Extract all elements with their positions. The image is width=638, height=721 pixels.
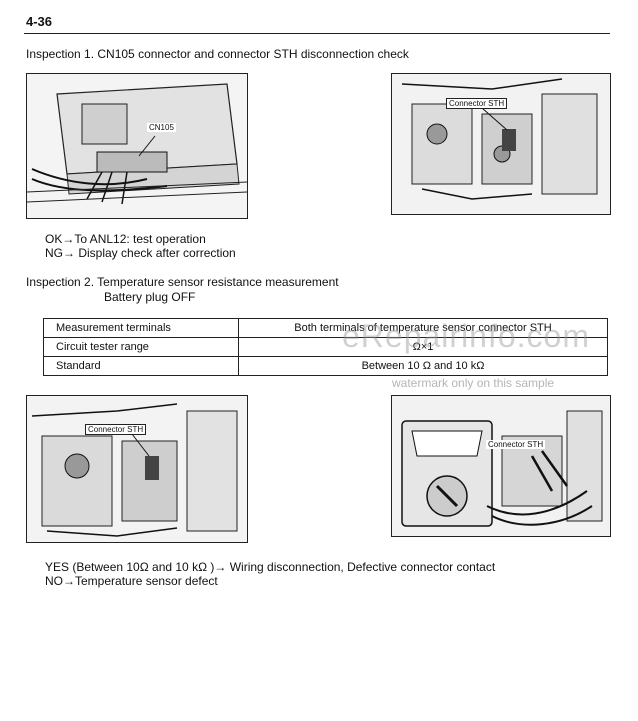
table-cell-value: Both terminals of temperature sensor con… xyxy=(238,318,608,338)
inspection1-heading: Inspection 1. CN105 connector and connec… xyxy=(26,47,409,61)
table-cell-value: Between 10 Ω and 10 kΩ xyxy=(238,356,608,376)
figure-sth-drawing-1 xyxy=(392,74,610,214)
inspection2-heading: Inspection 2. Temperature sensor resista… xyxy=(26,275,339,289)
top-rule xyxy=(24,33,610,34)
connector-sth-callout-3: Connector STH xyxy=(486,440,546,449)
connector-sth-callout-1: Connector STH xyxy=(446,98,508,109)
table-cell-label: Measurement terminals xyxy=(43,318,239,338)
figure-sth-drawing-2 xyxy=(27,396,247,542)
figure-connector-sth-2: Connector STH xyxy=(26,395,248,543)
table-row: Measurement terminals Both terminals of … xyxy=(43,318,608,338)
watermark-subtext: watermark only on this sample xyxy=(392,376,555,390)
inspection2-result-yes: YES (Between 10Ω and 10 kΩ )→ Wiring dis… xyxy=(45,560,496,574)
table-row: Standard Between 10 Ω and 10 kΩ xyxy=(43,356,608,376)
measurement-spec-table: Measurement terminals Both terminals of … xyxy=(43,318,608,376)
figure-tester-drawing xyxy=(392,396,610,536)
cn105-callout: CN105 xyxy=(147,123,176,132)
page-number: 4-36 xyxy=(26,14,53,29)
inspection1-result-ok: OK→To ANL12: test operation xyxy=(45,232,206,246)
inspection2-subheading: Battery plug OFF xyxy=(104,290,196,304)
inspection2-result-no: NO→Temperature sensor defect xyxy=(45,574,218,588)
connector-sth-callout-2: Connector STH xyxy=(85,424,147,435)
figure-connector-sth-1: Connector STH xyxy=(391,73,611,215)
watermark-text: eRepairinfo.com xyxy=(342,318,590,354)
figure-tester-connection: Connector STH xyxy=(391,395,611,537)
inspection1-result-ng: NG→ Display check after correction xyxy=(45,246,236,260)
figure-cn105-drawing xyxy=(27,74,247,218)
table-cell-label: Circuit tester range xyxy=(43,337,239,357)
figure-cn105-connector: CN105 xyxy=(26,73,248,219)
table-cell-label: Standard xyxy=(43,356,239,376)
